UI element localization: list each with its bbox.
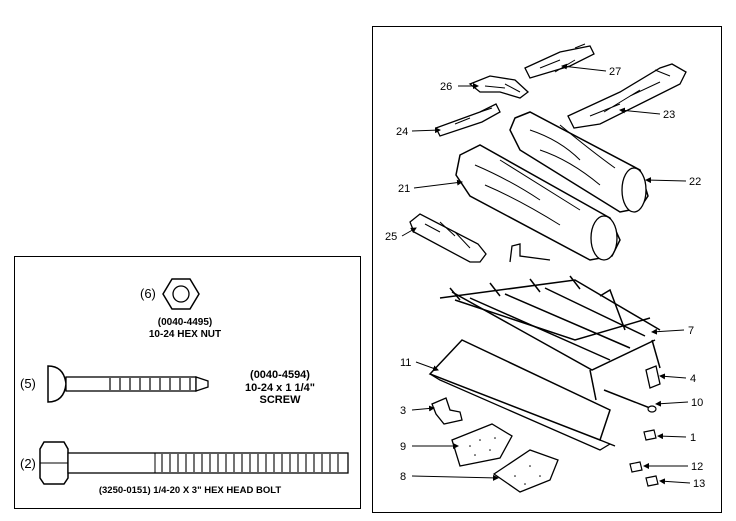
exploded-view-panel — [372, 26, 722, 513]
leader-22 — [645, 177, 687, 184]
part-25-drawing — [409, 213, 487, 263]
callout-3: 3 — [400, 405, 406, 417]
leader-23 — [619, 107, 661, 115]
part-4-drawing — [645, 365, 661, 389]
part-8-drawing — [492, 449, 559, 493]
leader-21 — [413, 179, 463, 189]
callout-24: 24 — [396, 126, 408, 138]
part-12-drawing — [629, 461, 643, 473]
part-13-drawing — [645, 475, 659, 487]
leader-27 — [561, 63, 607, 72]
part-27-drawing — [524, 43, 595, 79]
leader-11 — [415, 361, 439, 372]
part-26-drawing — [468, 75, 530, 99]
callout-12: 12 — [691, 461, 703, 473]
leader-4 — [659, 373, 687, 380]
part-11-drawing — [428, 339, 616, 451]
hex-nut-drawing — [162, 278, 200, 310]
hex-nut-label: (0040-4495) 10-24 HEX NUT — [110, 317, 260, 340]
callout-9: 9 — [400, 441, 406, 453]
screw-label: (0040-4594) 10-24 x 1 1/4" SCREW — [210, 369, 350, 407]
part-1-drawing — [643, 429, 657, 441]
callout-10: 10 — [691, 397, 703, 409]
leader-3 — [411, 405, 435, 412]
bolt-qty: (2) — [20, 456, 36, 471]
leader-25 — [401, 227, 417, 237]
callout-22: 22 — [689, 176, 701, 188]
leader-1 — [657, 433, 687, 440]
callout-4: 4 — [690, 373, 696, 385]
callout-26: 26 — [440, 81, 452, 93]
callout-23: 23 — [663, 109, 675, 121]
screw-drawing — [47, 365, 209, 403]
part-7-drawing — [439, 275, 661, 401]
leader-13 — [659, 478, 691, 485]
leader-10 — [655, 400, 689, 407]
part-3-drawing — [431, 397, 463, 425]
screw-part-no: (0040-4594) — [250, 369, 310, 381]
leader-24 — [411, 127, 441, 134]
hardware-panel — [14, 256, 361, 509]
callout-25: 25 — [385, 231, 397, 243]
callout-11: 11 — [400, 357, 411, 369]
hex-bolt-drawing — [39, 441, 349, 485]
hex-nut-qty: (6) — [140, 286, 156, 301]
part-23-drawing — [567, 63, 687, 129]
callout-21: 21 — [398, 183, 410, 195]
bolt-caption: (3250-0151) 1/4-20 X 3" HEX HEAD BOLT — [98, 485, 282, 496]
leader-7 — [651, 328, 685, 335]
part-22-drawing — [509, 111, 649, 213]
grate-clip-drawing — [509, 243, 551, 263]
callout-13: 13 — [693, 478, 705, 490]
part-9-drawing — [451, 423, 513, 467]
part-10-drawing — [603, 389, 657, 413]
screw-desc-2: SCREW — [259, 394, 301, 407]
part-21-drawing — [455, 144, 621, 261]
leader-8 — [411, 474, 499, 481]
part-24-drawing — [435, 103, 501, 137]
screw-qty: (5) — [20, 376, 36, 391]
callout-7: 7 — [688, 325, 694, 337]
callout-27: 27 — [609, 66, 621, 78]
callout-8: 8 — [400, 471, 406, 483]
hex-nut-part-no: (0040-4495) — [157, 317, 213, 328]
screw-desc: 10-24 x 1 1/4" — [244, 381, 316, 394]
callout-1: 1 — [690, 432, 696, 444]
hex-nut-desc: 10-24 HEX NUT — [148, 328, 222, 340]
